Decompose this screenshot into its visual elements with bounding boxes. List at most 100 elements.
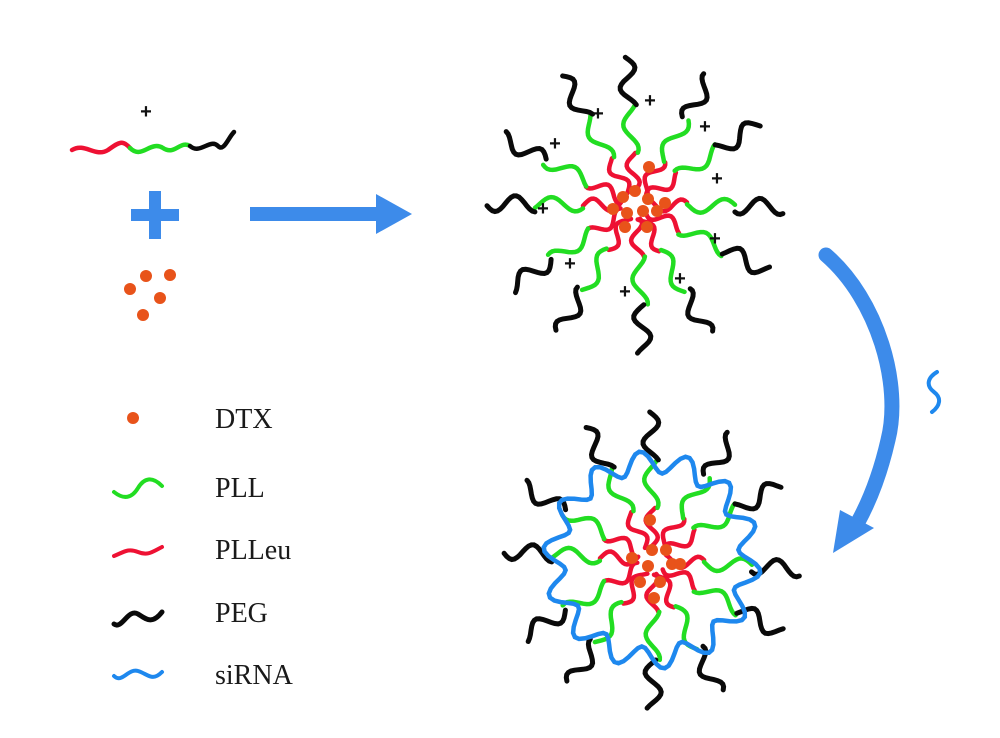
pll-arm	[642, 457, 661, 511]
dtx-dot	[646, 544, 658, 556]
plleu-arm	[606, 156, 632, 196]
peg-arm	[642, 657, 664, 711]
peg-arm	[719, 245, 772, 276]
assembly-arrow-shaft	[250, 207, 378, 221]
peg-arm	[525, 607, 568, 644]
peg-arm	[563, 636, 596, 684]
surface-charge: +	[549, 133, 561, 155]
peg-arm	[685, 286, 716, 334]
dtx-dot	[641, 221, 653, 233]
legend-item-dtx: DTX	[127, 404, 273, 435]
plleu-arm	[621, 571, 650, 606]
legend-item-plleu: PLLeu	[112, 535, 291, 566]
pll-arm	[676, 229, 724, 259]
plleu-arm	[660, 567, 697, 593]
peg-arm	[712, 120, 763, 152]
pll-arm	[606, 465, 636, 514]
surface-charge: +	[699, 116, 711, 138]
plleu-arm	[643, 211, 682, 236]
pll-arm	[643, 609, 663, 663]
surface-charge: +	[619, 281, 631, 303]
pll-arm	[672, 142, 718, 174]
free-chain-peg-segment	[187, 129, 237, 151]
pll-arm	[545, 226, 591, 258]
dtx-dot	[629, 185, 641, 197]
surface-charge: +	[709, 228, 721, 250]
dtx-dot	[634, 576, 646, 588]
legend-label-sirna: siRNA	[215, 660, 294, 691]
surface-charge: +	[592, 103, 604, 125]
plleu-arm	[646, 197, 690, 214]
dtx-loaded-micelle: ++++++++++	[484, 54, 786, 356]
dtx-dot	[607, 203, 619, 215]
plleu-arm	[606, 216, 634, 253]
pll-arm	[691, 588, 738, 618]
assembly-arrow	[250, 194, 412, 234]
dtx-dot	[124, 283, 136, 295]
pll-arm	[549, 545, 603, 566]
peg-arm	[513, 256, 554, 296]
legend-label-pll: PLL	[215, 473, 265, 504]
peg-arm	[700, 429, 732, 477]
pll-arm	[701, 556, 755, 574]
peg-arm	[734, 605, 786, 637]
dtx-dot	[619, 221, 631, 233]
legend-label-peg: PEG	[215, 598, 268, 629]
peg-arm	[501, 542, 555, 565]
peg-arm	[617, 54, 639, 108]
dtx-dot	[648, 592, 660, 604]
free-copolymer-chain: +	[69, 101, 237, 155]
dtx-dot	[642, 193, 654, 205]
dtx-dot	[642, 560, 654, 572]
pll-arm	[684, 196, 738, 215]
legend-sirna-symbol	[112, 668, 164, 681]
dtx-dot	[154, 292, 166, 304]
peg-arm	[679, 71, 710, 120]
pll-arm	[540, 162, 589, 189]
plus-operator-vertical	[149, 191, 161, 239]
peg-arm	[732, 481, 784, 512]
dtx-dot	[659, 197, 671, 209]
free-chain-charge: +	[140, 101, 152, 123]
dtx-dot	[674, 558, 686, 570]
dtx-dot	[137, 309, 149, 321]
peg-arm	[631, 302, 654, 356]
plleu-arm	[643, 170, 679, 199]
free-chain-plleu-segment	[69, 140, 133, 155]
pll-arm	[532, 194, 586, 214]
dtx-dot	[637, 205, 649, 217]
dtx-dot	[164, 269, 176, 281]
pll-arm	[585, 113, 617, 160]
legend-item-pll: PLL	[112, 473, 265, 504]
plleu-arm	[601, 560, 640, 586]
surface-charge: +	[537, 198, 549, 220]
dtx-dot	[140, 270, 152, 282]
complexation-arrow	[818, 247, 900, 553]
legend-label-plleu: PLLeu	[215, 535, 291, 566]
surface-charge: +	[644, 90, 656, 112]
peg-arm	[640, 409, 662, 463]
peg-arm	[560, 73, 596, 117]
pll-arm	[658, 247, 687, 295]
sirna-ring	[541, 449, 763, 671]
surface-charge: +	[564, 253, 576, 275]
pll-arm	[592, 599, 624, 645]
pll-arm	[691, 501, 738, 531]
dtx-dot	[654, 576, 666, 588]
legend-item-sirna: siRNA	[112, 660, 294, 691]
dtx-dot	[651, 205, 663, 217]
dtx-dot	[617, 191, 629, 203]
legend-dtx-symbol	[127, 412, 139, 424]
complexation-arrow-head	[833, 510, 874, 553]
legend: DTX PLL PLLeu PEG siRNA	[111, 404, 294, 691]
free-sirna-strand	[926, 370, 941, 414]
pll-arm	[579, 246, 609, 293]
peg-arm	[732, 195, 786, 218]
legend-item-peg: PEG	[111, 598, 268, 629]
legend-plleu-symbol	[112, 545, 164, 558]
dtx-cluster	[124, 269, 176, 321]
dtx-dot	[644, 514, 656, 526]
pll-arm	[621, 102, 641, 155]
assembly-arrow-head	[376, 194, 412, 234]
pll-arm	[659, 118, 692, 165]
